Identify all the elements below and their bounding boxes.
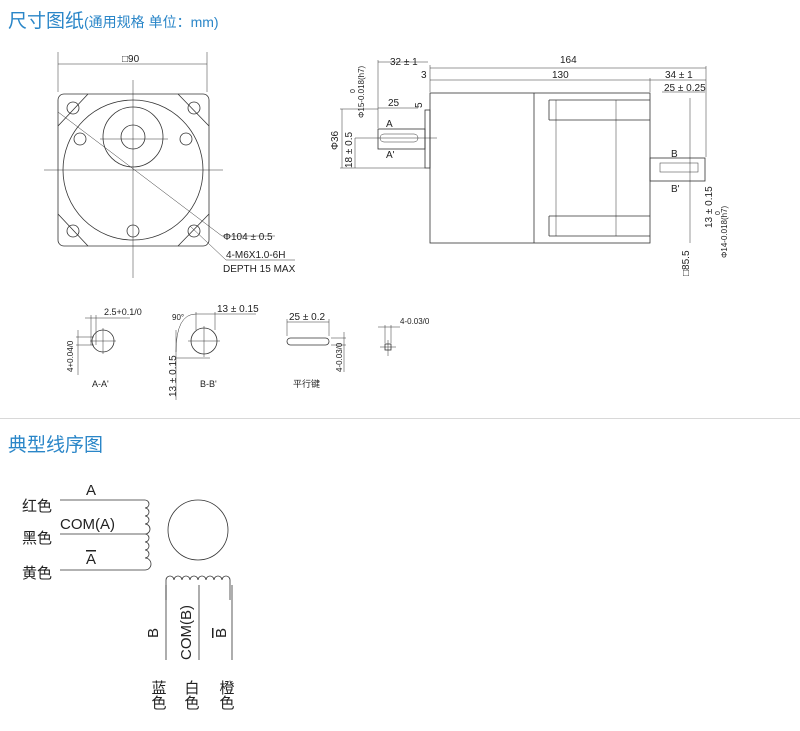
wiring-section-title: 典型线序图: [8, 435, 104, 456]
dim-25-025: 25 ± 0.25: [664, 83, 706, 94]
dim-85-5: □85.5: [681, 250, 692, 276]
section-b2-mark: B': [671, 184, 680, 195]
dim-phi14: Φ14-0.018(h7): [720, 205, 729, 258]
dimension-section-title: 尺寸图纸(通用规格 单位：mm): [8, 6, 219, 33]
aa-label: A-A': [92, 379, 109, 389]
section-b-mark: B: [671, 149, 678, 160]
phase-b-label: B: [145, 628, 162, 638]
phase-b-bar-label: B: [213, 628, 230, 638]
section-divider: [0, 418, 800, 419]
section-views: 2.5+0.1/0 4+0.04/0 A-A' 90° 13 ± 0.15 13…: [66, 304, 430, 400]
wire-black-label: 黑色: [22, 530, 52, 547]
bb-height: 13 ± 0.15: [168, 355, 179, 397]
key-length: 25 ± 0.2: [289, 312, 326, 323]
section-a2-mark: A': [386, 150, 395, 161]
com-a-label: COM(A): [60, 516, 115, 533]
phase-a-label: A: [86, 482, 96, 499]
dim-phi36: Φ36: [330, 130, 341, 150]
wire-blue-label: 蓝色: [150, 680, 167, 710]
key-width: 4-0.03/0: [400, 317, 430, 326]
dim-phi14-tol: 0: [715, 211, 722, 215]
wire-white-label: 白色: [183, 680, 200, 710]
com-b-label: COM(B): [178, 605, 195, 660]
square-90-label: □90: [122, 54, 140, 65]
phase-a-bar-label: A: [86, 551, 96, 568]
dim-5: 5: [414, 102, 425, 108]
title-subtitle: (通用规格 单位：mm): [84, 14, 219, 30]
dim-34: 34 ± 1: [665, 70, 693, 81]
wire-orange-label: 橙色: [218, 680, 235, 710]
dim-phi15-tol: 0: [350, 89, 357, 93]
dim-32: 32 ± 1: [390, 57, 418, 68]
bb-label: B-B': [200, 379, 217, 389]
wire-yellow-label: 黄色: [22, 565, 52, 582]
wiring-diagram: 红色 黑色 黄色 A COM(A) A B COM(B) B 蓝色 白色 橙色: [22, 482, 235, 710]
key-height: 4-0.03/0: [335, 342, 344, 372]
aa-width: 2.5+0.1/0: [104, 307, 142, 317]
key-label: 平行键: [293, 378, 320, 389]
side-view: 32 ± 1 164 3 130 34 ± 1 25 ± 0.25 25 5 Φ…: [330, 55, 729, 276]
bb-angle: 90°: [172, 313, 184, 322]
diameter-104-label: Φ104 ± 0.5: [223, 232, 273, 243]
title-text: 尺寸图纸: [8, 11, 85, 32]
dim-164: 164: [560, 55, 577, 66]
aa-height: 4+0.04/0: [66, 340, 75, 372]
thread-label: 4-M6X1.0-6H: [226, 250, 285, 261]
section-a-mark: A: [386, 119, 393, 130]
dim-130: 130: [552, 70, 569, 81]
bb-width: 13 ± 0.15: [217, 304, 259, 315]
dim-13: 13 ± 0.15: [704, 186, 715, 228]
front-view: □90 Φ104 ± 0.5 4-M6X1.0-6H DEPTH 15 MAX: [44, 52, 296, 278]
dim-phi15: Φ15-0.018(h7): [357, 65, 366, 118]
depth-label: DEPTH 15 MAX: [223, 264, 296, 275]
dim-25: 25: [388, 98, 400, 109]
dim-3: 3: [421, 70, 427, 81]
dim-18: 18 ± 0.5: [344, 131, 355, 168]
wire-red-label: 红色: [22, 498, 52, 515]
